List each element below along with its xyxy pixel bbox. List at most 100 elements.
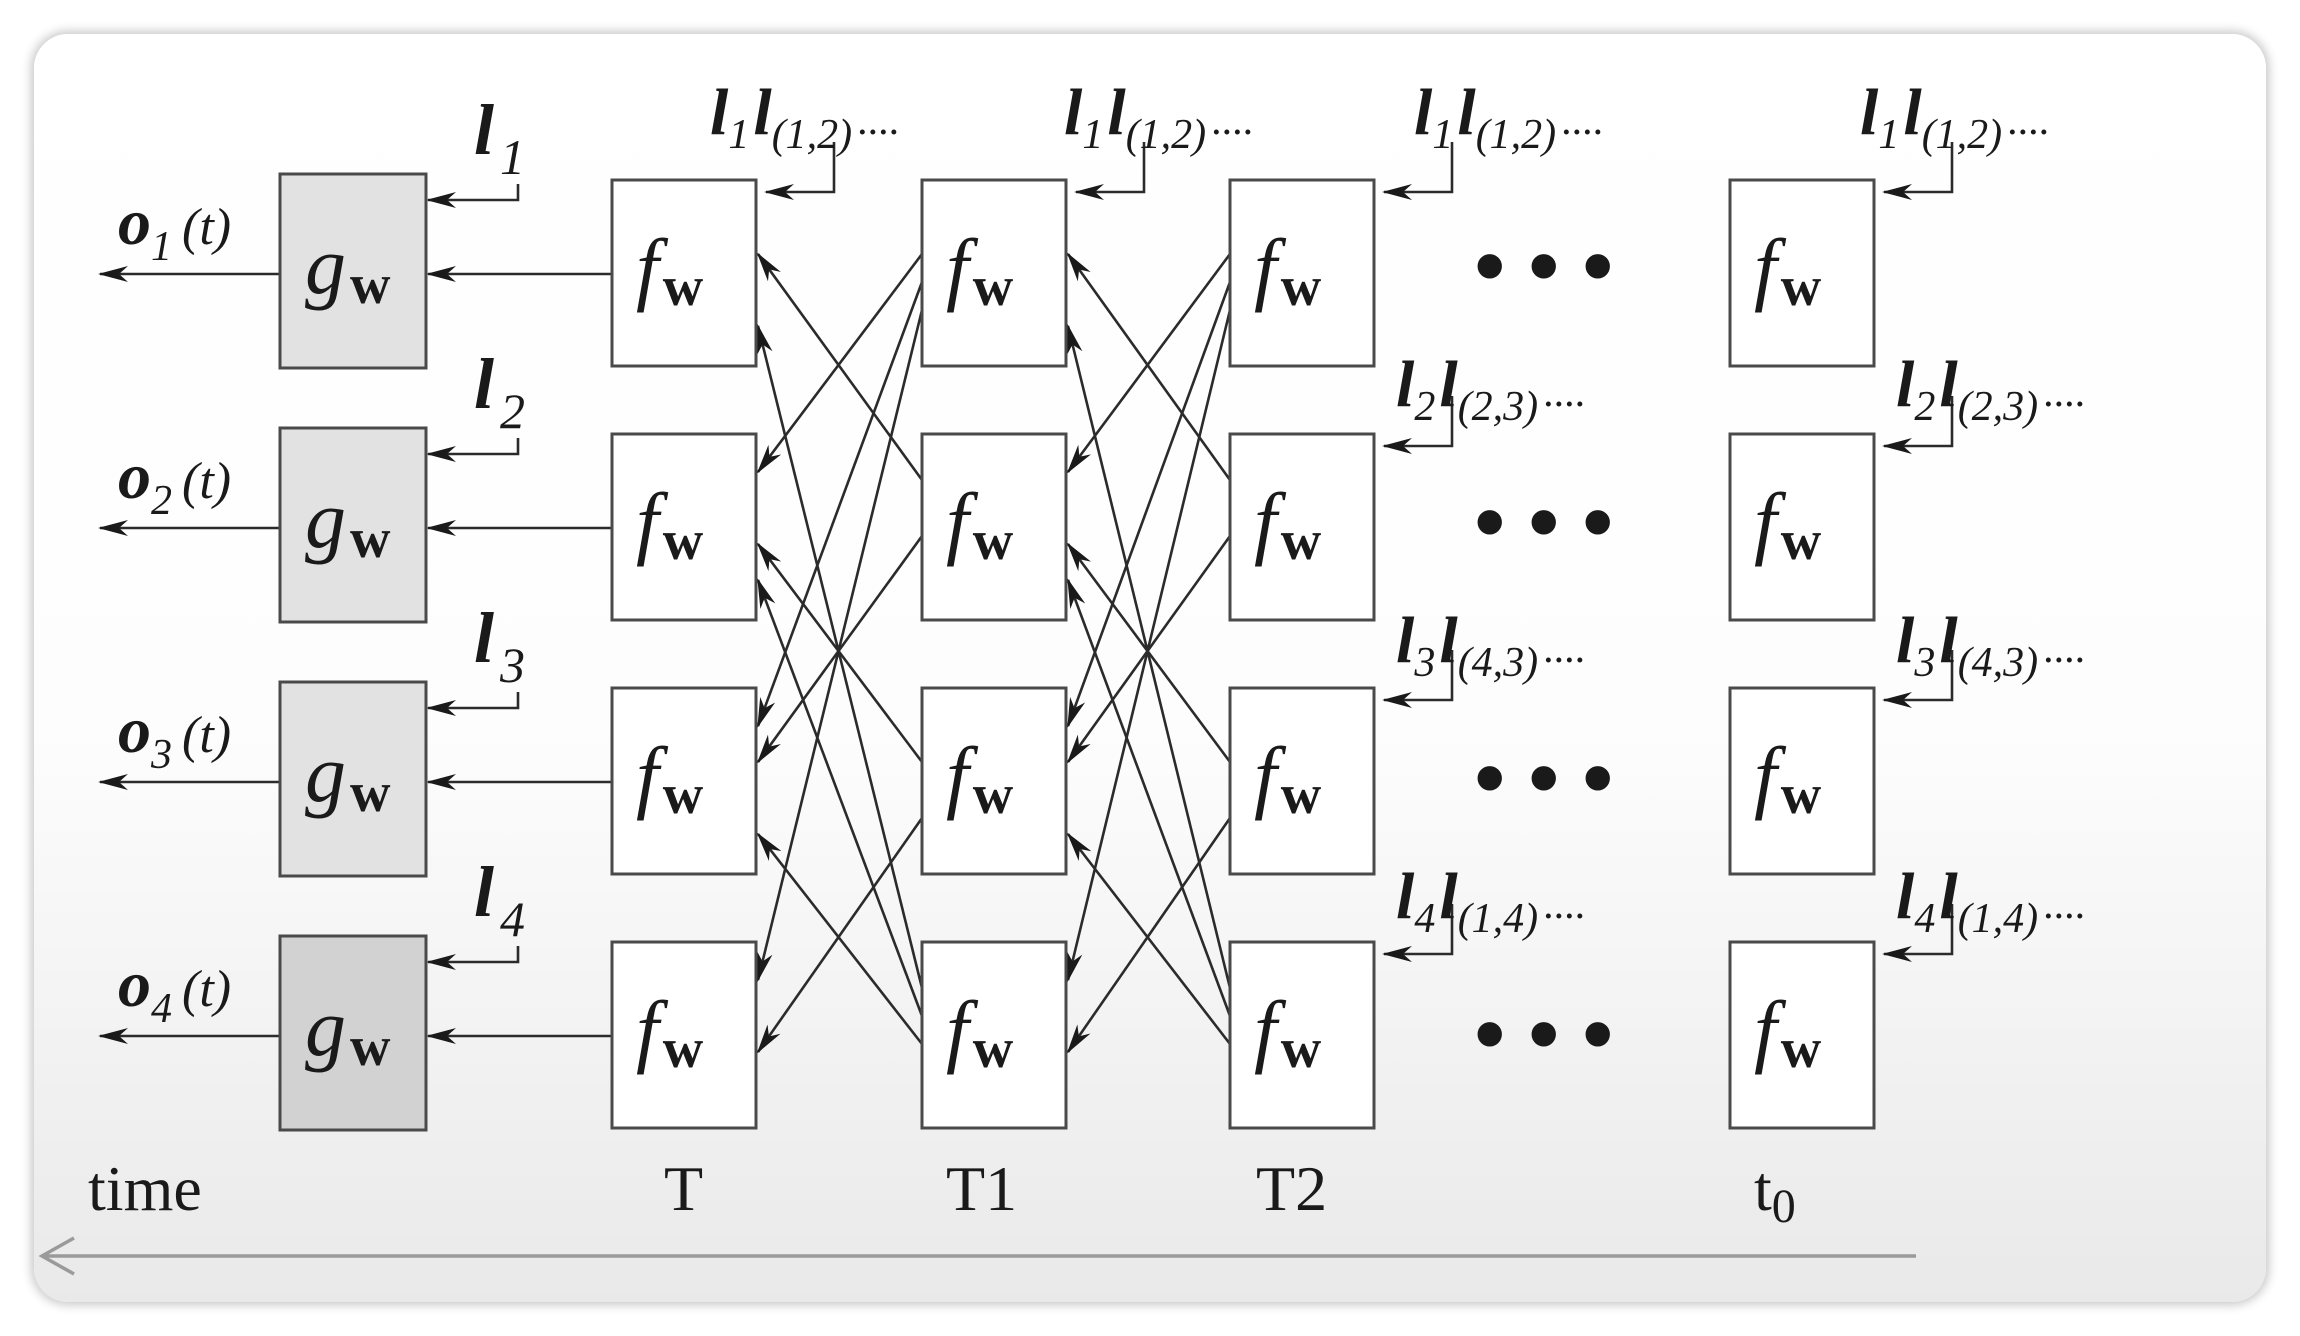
ellipsis-row-2: • • •	[1474, 473, 1614, 572]
g-node-3: gw	[278, 680, 428, 878]
f-node-T-3-frame	[610, 686, 758, 876]
ellipsis-column: • • • • • • • • • • • •	[1474, 217, 1614, 1084]
transition-1-1-2	[1066, 535, 1232, 764]
f-node-T2-3: fw	[1228, 686, 1376, 876]
f-node-T-1: fw	[610, 178, 758, 368]
f-node-T1-2-frame	[920, 432, 1068, 622]
g-node-2-frame	[278, 426, 428, 624]
f-node-t0-3-label: fw	[1754, 730, 1822, 826]
input-hook-T2-4	[1382, 904, 1454, 962]
output-labels: o1(t) o2(t) o3(t) o4(t)	[118, 186, 231, 1032]
edge-label-T2-row1: l1l(1,2)....	[1414, 76, 1604, 158]
f-node-T2-3-label: fw	[1254, 730, 1322, 826]
edge-label-T2-row3: l3l(4,3)....	[1396, 604, 1586, 686]
f-node-T2-1: fw	[1228, 178, 1376, 368]
f-node-T2-4: fw	[1228, 940, 1376, 1130]
edge-label-t0-row4: l4l(1,4)....	[1896, 860, 2086, 942]
input-hook-T2-1	[1382, 142, 1454, 200]
transition-0-3-2	[756, 832, 924, 1045]
step-label-T1: T1	[946, 1153, 1017, 1224]
transition-1-1-0	[1066, 252, 1232, 481]
transition-0-1-0	[756, 252, 924, 481]
g-node-2-label: gw	[305, 474, 391, 570]
transition-0-3-1	[756, 578, 924, 1017]
g-node-4-label: gw	[305, 982, 391, 1078]
connection-wires	[98, 142, 1954, 1054]
f-node-T1-4-frame	[920, 940, 1068, 1130]
f-node-T2-4-frame	[1228, 940, 1376, 1130]
output-label-4: o4(t)	[118, 948, 231, 1032]
f-node-t0-3: fw	[1728, 686, 1876, 876]
f-node-T-4-label: fw	[636, 984, 704, 1080]
f-node-T2-3-frame	[1228, 686, 1376, 876]
f-node-t0-1: fw	[1728, 178, 1876, 368]
f-node-T1-4: fw	[920, 940, 1068, 1130]
input-hook-T1-1	[1074, 142, 1146, 200]
f-node-t0-3-frame	[1728, 686, 1876, 876]
edge-label-t0-row3: l3l(4,3)....	[1896, 604, 2086, 686]
f-node-T-3: fw	[610, 686, 758, 876]
output-label-2: o2(t)	[118, 440, 231, 524]
edge-label-t0-row2: l2l(2,3)....	[1896, 348, 2086, 430]
f-node-t0-4-frame	[1728, 940, 1876, 1130]
g-node-1-frame	[278, 172, 428, 370]
f-node-T2-2: fw	[1228, 432, 1376, 622]
g-node-2: gw	[278, 426, 428, 624]
transition-0-3-0	[756, 324, 924, 989]
f-node-T-2: fw	[610, 432, 758, 622]
f-node-T1-3: fw	[920, 686, 1068, 876]
f-node-T1-3-frame	[920, 686, 1068, 876]
f-node-T1-1: fw	[920, 178, 1068, 368]
edge-label-t0-row1: l1l(1,2)....	[1860, 76, 2050, 158]
f-node-T1-2-label: fw	[946, 476, 1014, 572]
f-node-t0-2-label: fw	[1754, 476, 1822, 572]
step-label-t0: t0	[1754, 1153, 1796, 1233]
f-node-T1-3-label: fw	[946, 730, 1014, 826]
input-hook-t0-3	[1882, 650, 1954, 708]
ellipsis-row-1: • • •	[1474, 217, 1614, 316]
f-node-T-4-frame	[610, 940, 758, 1130]
transition-1-3-2	[1066, 832, 1232, 1045]
output-label-3: o3(t)	[118, 694, 231, 778]
time-label: time	[88, 1153, 202, 1224]
f-node-T-2-frame	[610, 432, 758, 622]
f-node-t0-2-frame	[1728, 432, 1876, 622]
transition-1-2-3	[1066, 817, 1232, 1054]
f-node-T-1-frame	[610, 178, 758, 368]
f-node-T1-4-label: fw	[946, 984, 1014, 1080]
input-hook-T-1	[764, 142, 836, 200]
f-node-T-2-label: fw	[636, 476, 704, 572]
f-node-T-4: fw	[610, 940, 758, 1130]
f-node-T2-2-label: fw	[1254, 476, 1322, 572]
edge-label-T2-row4: l4l(1,4)....	[1396, 860, 1586, 942]
input-hook-T2-2	[1382, 396, 1454, 454]
edge-label-T1-row1: l1l(1,2)....	[1064, 76, 1254, 158]
f-node-t0-4-label: fw	[1754, 984, 1822, 1080]
input-hook-t0-4	[1882, 904, 1954, 962]
f-node-T2-1-label: fw	[1254, 222, 1322, 318]
ellipsis-row-3: • • •	[1474, 729, 1614, 828]
g-node-4: gw	[278, 934, 428, 1132]
f-node-T1-1-frame	[920, 178, 1068, 368]
g-node-4-frame	[278, 934, 428, 1132]
edge-labels: l1l(1,2).... l1l(1,2).... l1l(1,2).... l…	[710, 76, 2086, 942]
input-hook-t0-2	[1882, 396, 1954, 454]
label-hook-g-1	[426, 184, 520, 208]
label-hook-g-4	[426, 946, 520, 970]
transition-0-2-3	[756, 817, 924, 1054]
g-node-3-label: gw	[305, 728, 391, 824]
transition-1-3-1	[1066, 578, 1232, 1017]
f-node-t0-4: fw	[1728, 940, 1876, 1130]
g-node-1: gw	[278, 172, 428, 370]
ellipsis-row-4: • • •	[1474, 985, 1614, 1084]
edge-label-T-row1: l1l(1,2)....	[710, 76, 900, 158]
time-axis-arrow	[38, 1236, 1916, 1276]
g-node-1-label: gw	[305, 220, 391, 316]
